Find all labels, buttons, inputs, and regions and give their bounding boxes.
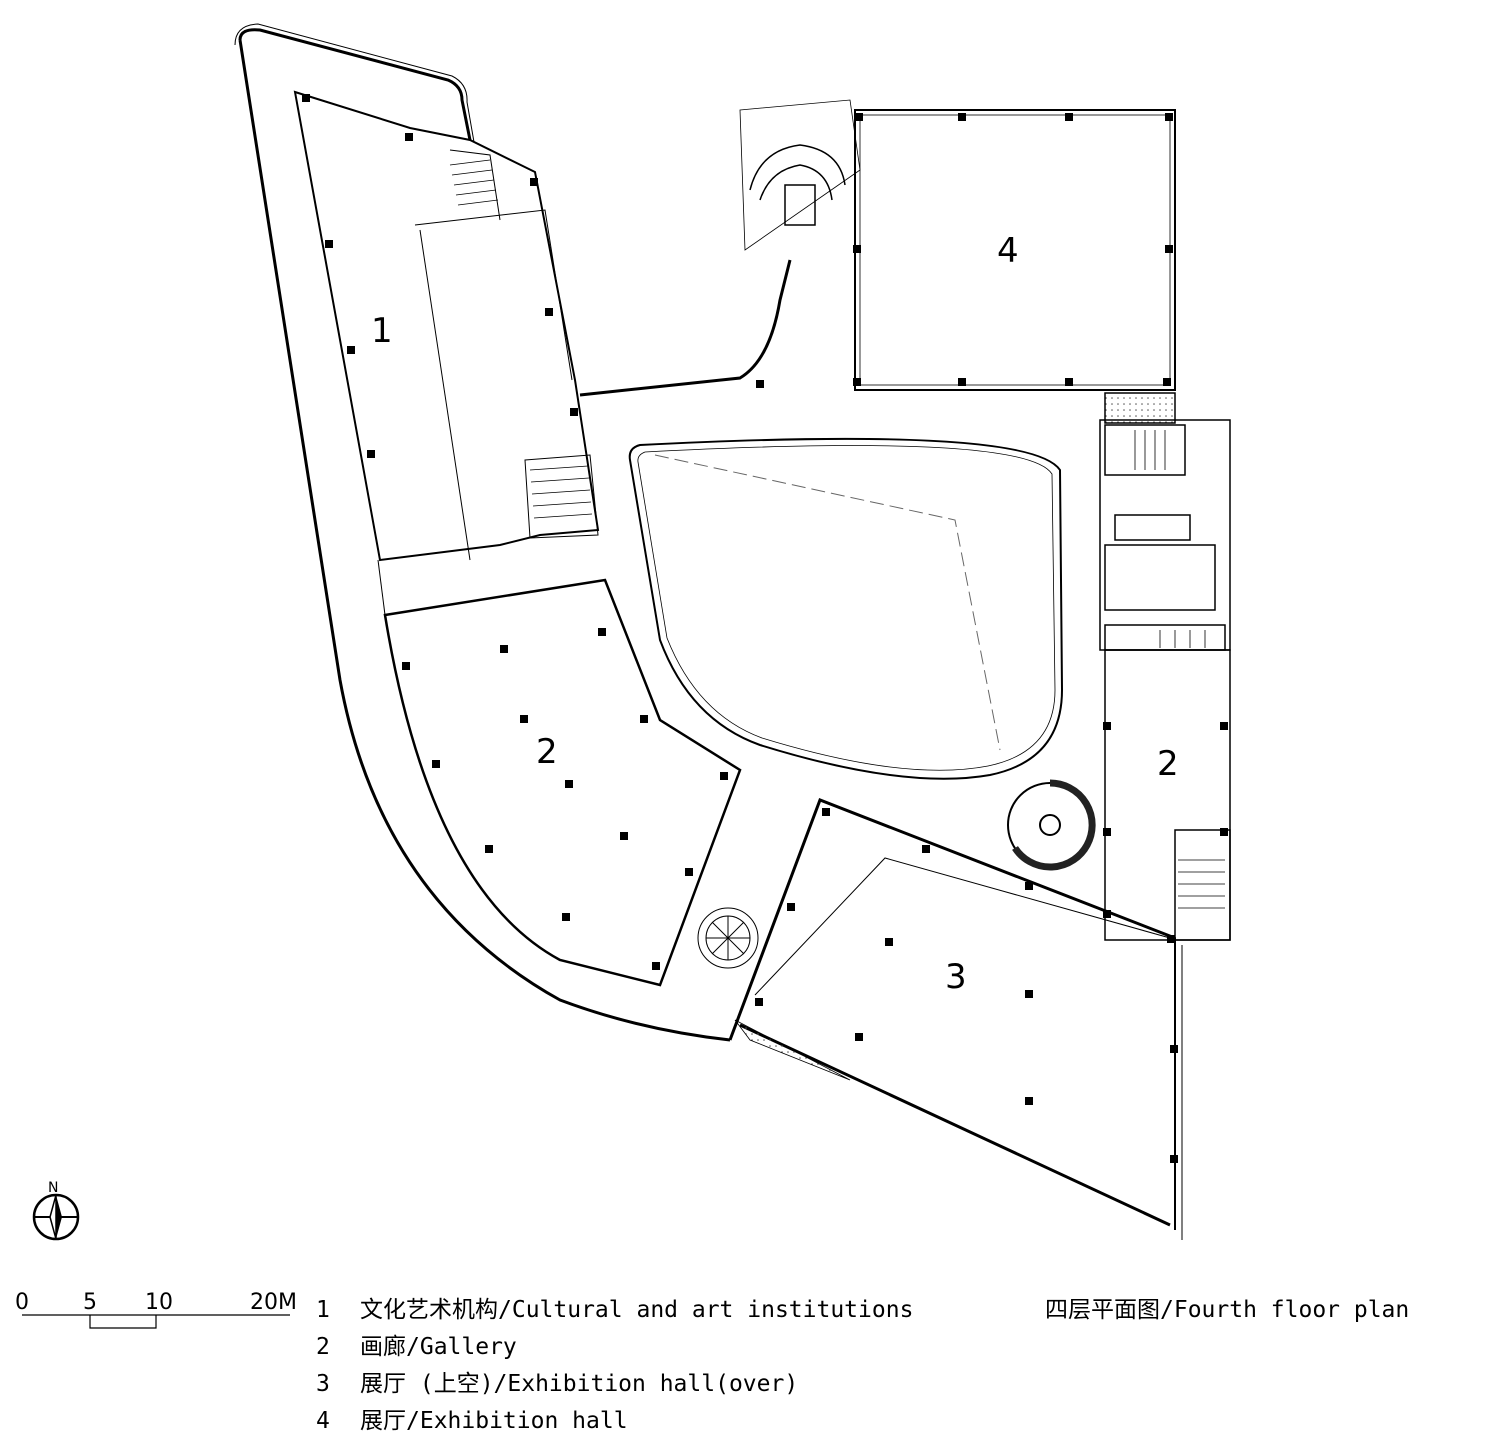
stair-zone-1: [449, 159, 593, 519]
scale-tick-10: 10: [145, 1290, 173, 1315]
zone-2-east-outline: [1104, 649, 1231, 941]
zone-3-outline: [734, 799, 1183, 1240]
legend-item: 2 画廊/Gallery: [316, 1327, 517, 1361]
scale-tick-0: 0: [15, 1290, 29, 1315]
zone-1-outline: [293, 90, 600, 562]
legend-number: 4: [316, 1408, 330, 1434]
corridor-link: [377, 559, 386, 616]
spiral-stair-southeast: [1007, 779, 1096, 871]
north-arrow: N: [32, 1180, 80, 1241]
legend-item: 4 展厅/Exhibition hall: [316, 1401, 628, 1435]
legend-item: 3 展厅 (上空)/Exhibition hall(over): [316, 1364, 798, 1398]
spiral-stair-north: [739, 99, 861, 251]
outer-wall-inner-line: [234, 23, 475, 143]
structural-columns: [302, 94, 1228, 1163]
legend-item: 1 文化艺术机构/Cultural and art institutions: [316, 1290, 913, 1324]
courtyard-roof-line: [654, 454, 1001, 751]
circular-feature: [697, 907, 759, 969]
scale-bar-lines: [22, 1314, 290, 1329]
legend-text: 展厅/Exhibition hall: [360, 1408, 628, 1434]
legend: 1 文化艺术机构/Cultural and art institutions 2 画…: [316, 1290, 996, 1440]
zone-2-main-label: 2: [536, 732, 558, 772]
legend-number: 3: [316, 1371, 330, 1397]
legend-text: 展厅 (上空)/Exhibition hall(over): [360, 1371, 799, 1397]
scale-tick-20: 20M: [250, 1290, 297, 1315]
courtyard: [628, 437, 1064, 780]
plan-title: 四层平面图/Fourth floor plan: [1045, 1297, 1410, 1323]
zone-1-label: 1: [371, 311, 393, 351]
legend-text: 文化艺术机构/Cultural and art institutions: [360, 1297, 914, 1323]
scale-tick-5: 5: [83, 1290, 97, 1315]
legend-number: 2: [316, 1334, 330, 1360]
zone-2-main-outline: [383, 578, 742, 987]
stair-east: [1134, 430, 1225, 909]
zone-3-label: 3: [945, 957, 967, 997]
outer-wall: [238, 28, 1176, 1227]
north-label: N: [48, 1180, 58, 1196]
zone-4-label: 4: [997, 231, 1019, 271]
legend-text: 画廊/Gallery: [360, 1334, 517, 1360]
zone-2-east-label: 2: [1157, 744, 1179, 784]
legend-number: 1: [316, 1297, 330, 1323]
east-core-outline: [1099, 392, 1231, 651]
